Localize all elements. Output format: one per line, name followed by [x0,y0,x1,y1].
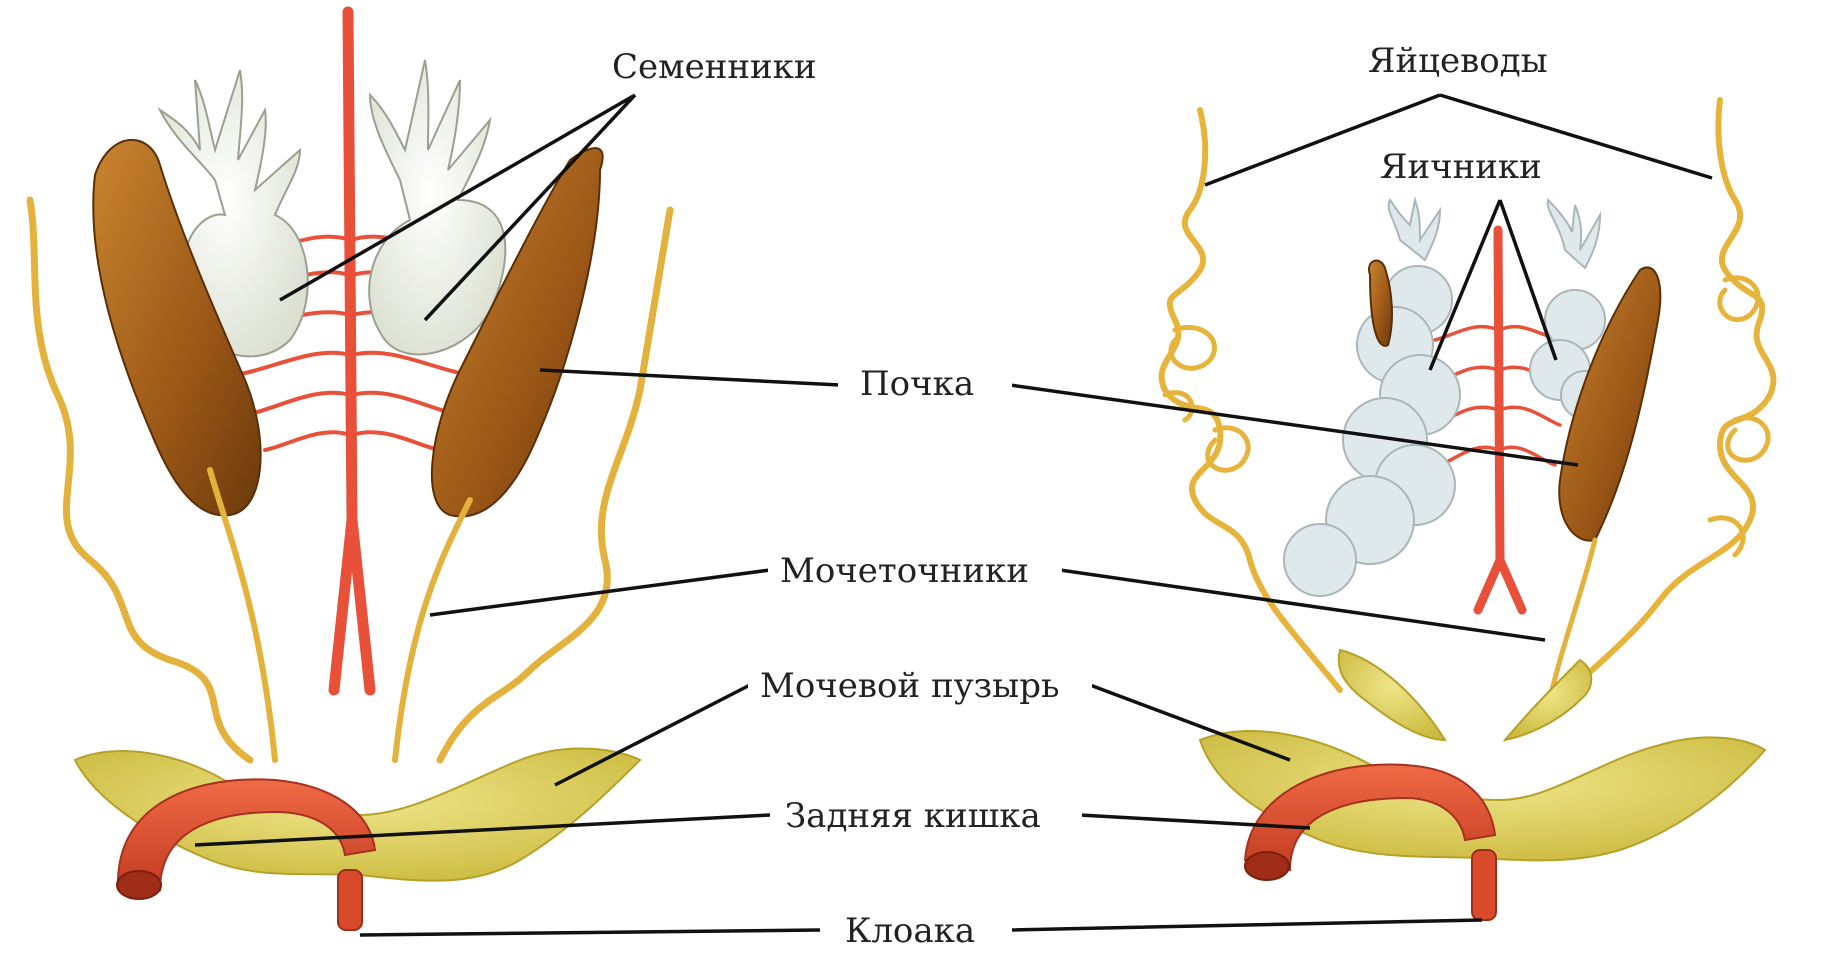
female-gut-opening [1245,852,1289,880]
male-system [30,12,670,930]
label-testes: Семенники [612,47,817,87]
label-oviducts: Яйцеводы [1368,41,1548,81]
label-ureters: Мочеточники [780,551,1029,591]
left-ovary [1284,200,1460,596]
male-right-ureter [395,500,470,760]
female-left-uterus [1339,650,1445,740]
male-gut-opening [117,871,161,899]
male-cloaca [338,870,362,930]
label-bladder: Мочевой пузырь [760,666,1060,706]
label-ovaries: Яичники [1380,147,1542,187]
label-kidney: Почка [860,364,974,404]
female-cloaca [1472,850,1496,920]
female-system [1162,100,1774,920]
female-right-uterus [1505,660,1591,740]
female-aorta [1478,230,1522,610]
label-cloaca: Клоака [845,911,975,951]
label-hindgut: Задняя кишка [785,796,1041,836]
